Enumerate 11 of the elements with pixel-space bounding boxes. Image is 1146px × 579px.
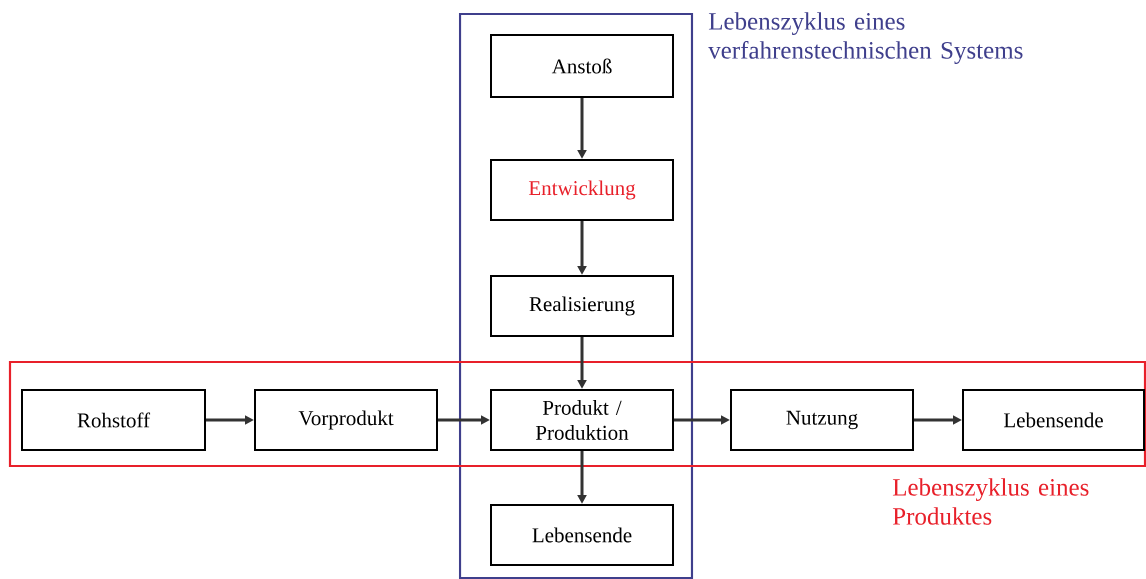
process-box: Vorprodukt: [254, 389, 438, 451]
process-box: Anstoß: [490, 34, 674, 98]
process-box: Rohstoff: [21, 389, 206, 451]
process-box: Produkt / Produktion: [490, 389, 674, 451]
process-box: Entwicklung: [490, 159, 674, 221]
frame-title: Lebenszyklus eines verfahrenstechnischen Systems: [708, 12, 1023, 64]
process-box: Lebensende: [962, 389, 1145, 451]
process-box: Realisierung: [490, 275, 674, 337]
process-box: Nutzung: [730, 389, 914, 451]
frame-title: Lebenszyklus eines Produktes: [892, 478, 1089, 525]
process-box: Lebensende: [490, 504, 674, 566]
